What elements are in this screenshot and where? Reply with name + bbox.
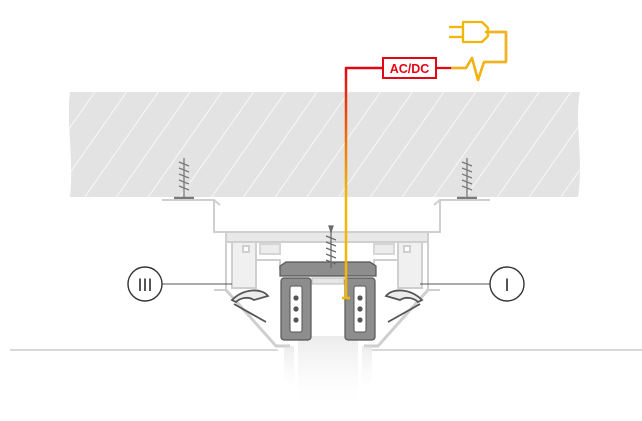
plug-icon (449, 20, 490, 44)
ceiling-screw-left (174, 158, 194, 200)
luminaire-ghost (284, 336, 372, 414)
power-feed-wire (342, 66, 383, 300)
spring-clip-right (384, 289, 424, 323)
power-track (279, 261, 377, 341)
marker-i-label: I (504, 276, 509, 296)
marker-i: I (420, 266, 525, 302)
ceiling-screw-right (457, 158, 477, 200)
mains-cable (434, 30, 508, 82)
spring-clip-left (230, 289, 270, 323)
track-fixing-screw (325, 225, 337, 268)
ceiling-slab (68, 92, 580, 197)
marker-iii: III (127, 266, 232, 302)
psu-box: AC/DC (382, 57, 437, 79)
marker-iii-label: III (137, 276, 152, 296)
psu-label: AC/DC (390, 62, 430, 76)
